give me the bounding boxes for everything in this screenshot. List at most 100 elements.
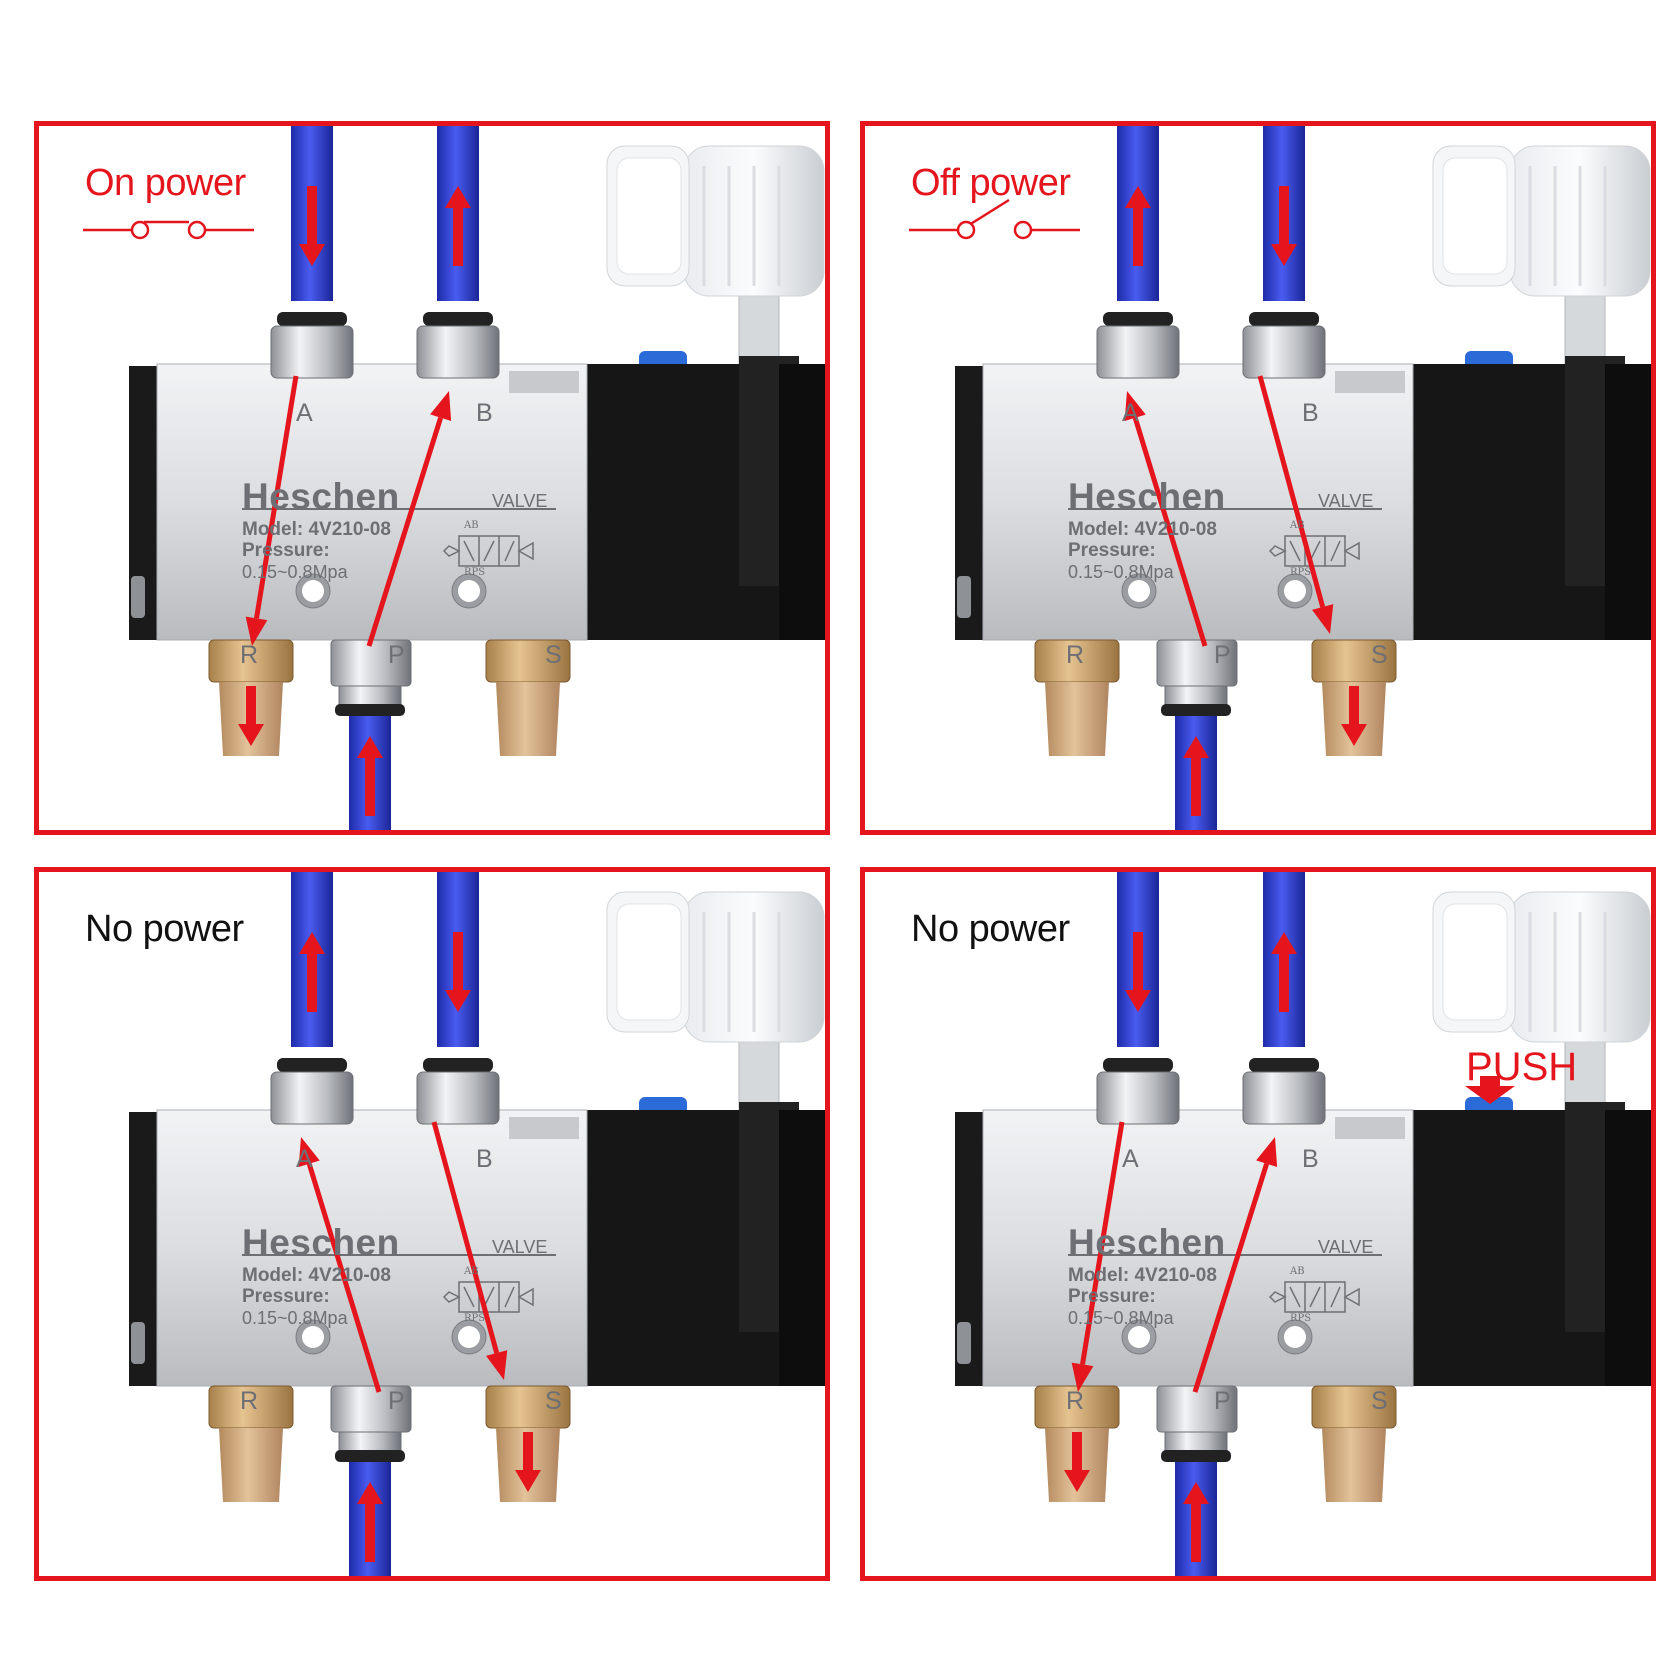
fitting-p [330,1385,412,1462]
flow-arrow-r-exhaust [1072,1432,1082,1470]
pressure-label: Pressure: [242,540,330,561]
port-s-label: S [545,1387,562,1415]
flow-arrow-p-to-a-head [1124,391,1146,421]
flow-arrow-b-to-s [431,1121,500,1354]
flow-arrow-a-to-r-head [245,616,268,646]
symbol-rps-text: RPS [1290,567,1312,578]
model-text: Model: 4V210-08 [242,1265,391,1286]
fitting-b [1242,1058,1326,1125]
flow-arrow-p-supply [365,758,375,816]
model-text: Model: 4V210-08 [1068,519,1217,540]
symbol-ab-text: AB [464,520,479,531]
valve-body [156,1109,588,1387]
flow-arrow-a-tube-head [1125,186,1151,208]
flow-arrow-p-to-a-head [298,1137,320,1167]
flow-arrow-b-tube [453,208,463,266]
connector-plug [606,891,825,1133]
port-a-label: A [1122,399,1139,427]
muffler-s [485,1385,571,1502]
symbol-ab-text: AB [1290,1266,1305,1277]
switch-open-icon [909,198,1080,240]
flow-arrow-b-tube-head [445,186,471,208]
port-p-label: P [388,641,405,669]
push-label: PUSH [1466,1045,1578,1089]
pressure-range: 0.15~0.8Mpa [242,562,348,582]
flow-arrow-r-exhaust-head [238,724,264,746]
symbol-rps-text: RPS [464,567,486,578]
flow-arrow-p-to-b-head [430,391,452,422]
panel-off-power: Off power Heschen VALVE Model: 4V210-08 … [860,121,1656,835]
fitting-b [416,1058,500,1125]
fitting-a [270,1058,354,1125]
power-state-label: On power [85,162,246,204]
flow-arrow-p-to-a [306,1163,382,1393]
muffler-r [1034,639,1120,756]
flow-arrow-b-to-s-head [486,1350,508,1380]
power-state-label: No power [85,908,244,950]
symbol-rps-text: RPS [464,1313,486,1324]
port-p-label: P [1214,641,1231,669]
flow-arrow-p-supply [365,1504,375,1562]
port-a-label: A [1122,1145,1139,1173]
flow-arrow-a-to-r [1080,1121,1125,1365]
flow-arrow-s-exhaust-head [1341,724,1367,746]
model-text: Model: 4V210-08 [1068,1265,1217,1286]
flow-arrow-a-tube [307,954,317,1012]
port-s-label: S [1371,1387,1388,1415]
flow-arrow-a-tube [307,186,317,244]
valve-text: VALVE [1318,491,1374,511]
flow-arrow-s-exhaust [523,1432,533,1470]
flow-arrow-a-to-r-head [1071,1362,1094,1392]
port-r-label: R [1066,641,1085,669]
flow-arrow-b-tube-head [1271,932,1297,954]
flow-arrow-p-supply-head [357,736,383,758]
flow-arrow-b-to-s-head [1312,604,1334,634]
valve-illustration [129,872,825,1576]
pressure-range: 0.15~0.8Mpa [1068,562,1174,582]
power-state-label: Off power [911,162,1071,204]
port-r-label: R [240,1387,259,1415]
brand-text: Heschen [1068,1222,1226,1263]
flow-arrow-p-supply [1191,758,1201,816]
symbol-ab-text: AB [1290,520,1305,531]
fitting-a [1096,312,1180,379]
flow-arrow-a-tube-head [299,932,325,954]
connector-plug [606,145,825,387]
brand-text: Heschen [1068,476,1226,517]
symbol-rps-text: RPS [1290,1313,1312,1324]
flow-arrow-s-exhaust [1349,686,1359,724]
flow-arrow-a-tube-head [299,244,325,266]
port-s-label: S [1371,641,1388,669]
valve-body [156,363,588,641]
flow-arrow-p-to-a [1132,417,1208,647]
flow-arrow-a-tube-head [1125,990,1151,1012]
valve-symbol [1268,535,1360,567]
valve-symbol [1268,1281,1360,1313]
connector-plug [1432,145,1651,387]
panel-no-power-manual-push: No power PUSH Heschen VALVE Model: 4V210… [860,867,1656,1581]
flow-arrow-p-to-b-head [1256,1137,1278,1168]
muffler-s [1311,1385,1397,1502]
valve-illustration [909,126,1651,830]
flow-arrow-a-tube [1133,208,1143,266]
flow-arrow-p-to-b [1192,1162,1270,1393]
valve-body [982,363,1414,641]
port-r-label: R [240,641,259,669]
fitting-a [270,312,354,379]
fitting-p [1156,639,1238,716]
flow-arrow-b-to-s [1257,375,1326,608]
model-text: Model: 4V210-08 [242,519,391,540]
panel-no-power-default: No power Heschen VALVE Model: 4V210-08 P… [34,867,830,1581]
flow-arrow-b-tube [453,932,463,990]
flow-arrow-p-supply [1191,1504,1201,1562]
valve-text: VALVE [1318,1237,1374,1257]
flow-arrow-a-tube [1133,932,1143,990]
flow-arrow-p-to-b [366,416,444,647]
fitting-b [416,312,500,379]
port-b-label: B [1302,399,1319,427]
valve-illustration [83,126,825,830]
flow-arrow-b-tube-head [445,990,471,1012]
fitting-a [1096,1058,1180,1125]
flow-arrow-b-tube-head [1271,244,1297,266]
port-p-label: P [388,1387,405,1415]
